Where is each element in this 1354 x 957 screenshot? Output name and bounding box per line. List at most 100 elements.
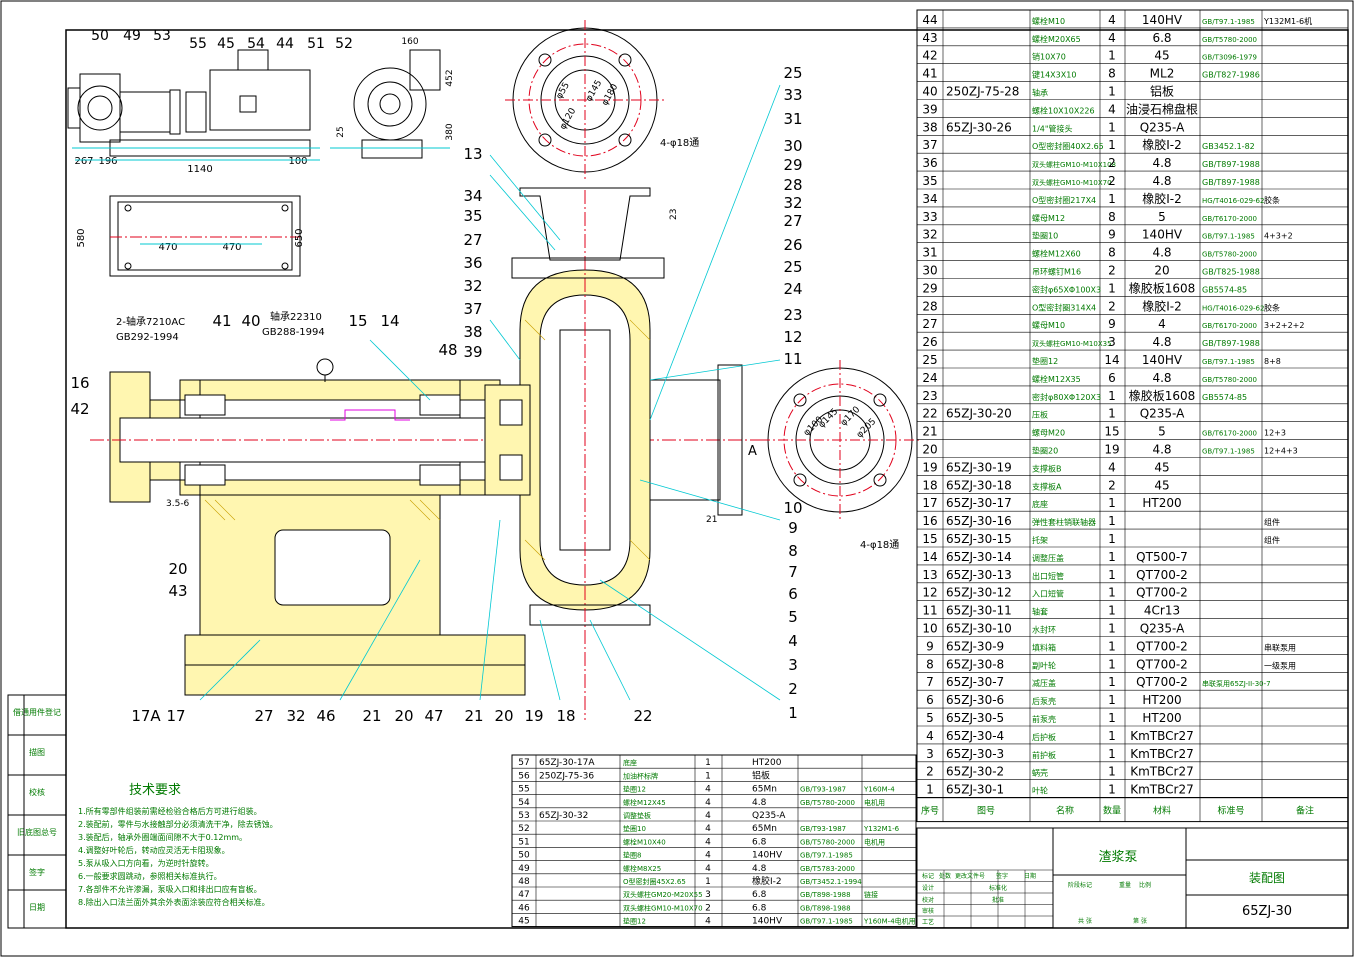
parts-cell: 23 [922, 389, 937, 403]
callout-number: 21 [464, 707, 483, 725]
parts-cell: 垫圈10 [1032, 231, 1058, 241]
parts-cell: 4 [705, 917, 711, 927]
callout-number: 32 [783, 194, 802, 212]
parts-cell: 4.8 [1152, 335, 1171, 349]
parts-cell: 水封环 [1032, 625, 1056, 635]
parts-cell: 螺栓M12X45 [623, 798, 666, 807]
callout-number: 30 [783, 137, 802, 155]
parts-cell: 1 [1108, 639, 1116, 653]
parts-cell: 65ZJ-30-17 [946, 496, 1012, 510]
parts-cell: HT200 [1142, 693, 1181, 707]
parts-cell: 双头螺柱GM10-M10X70 [1032, 178, 1112, 187]
parts-header: 备注 [1296, 805, 1314, 817]
parts-cell: 6 [926, 693, 934, 707]
parts-cell: 4 [705, 824, 711, 834]
parts-cell: 支撑板B [1032, 463, 1062, 473]
leader-lines [199, 84, 781, 701]
parts-cell: 1 [1108, 675, 1116, 689]
parts-cell: GB/T97.1-1985 [1202, 448, 1255, 456]
parts-cell: KmTBCr27 [1130, 729, 1194, 743]
parts-cell: 12 [922, 586, 937, 600]
parts-cell: 65ZJ-30-16 [946, 514, 1012, 528]
parts-cell: Y160M-4 [863, 786, 895, 794]
parts-cell: 46 [518, 903, 530, 913]
parts-cell: QT700-2 [1136, 675, 1188, 689]
parts-cell: 底座 [1032, 499, 1048, 509]
callout-number: 27 [783, 212, 802, 230]
parts-cell: 65ZJ-30-15 [946, 532, 1012, 546]
parts-cell: QT700-2 [1136, 639, 1188, 653]
parts-cell: 1 [1108, 604, 1116, 618]
flange-diameter: φ55 [555, 81, 572, 101]
title-row-label: 批准 [992, 896, 1004, 904]
parts-cell: 4 [1108, 13, 1116, 27]
parts-cell: 橡胶I-2 [752, 875, 782, 887]
parts-cell: 15 [922, 532, 937, 546]
tech-note: 2.装配前，零件与水接触部分必须清洗干净，除去锈蚀。 [78, 819, 278, 829]
parts-cell: 双头螺柱GM20-M20X55 [623, 890, 703, 899]
parts-cell: 45 [1154, 478, 1169, 492]
parts-cell: 橡胶I-2 [1142, 191, 1182, 206]
bearing-right [419, 394, 461, 416]
parts-cell: 20 [922, 443, 937, 457]
dimension-label: 25 [336, 126, 346, 137]
callout-number: 20 [168, 560, 187, 578]
callout-number: 26 [783, 236, 802, 254]
parts-cell: 140HV [1142, 228, 1183, 242]
parts-cell: 65ZJ-30-7 [946, 675, 1004, 689]
parts-cell: 1 [1108, 711, 1116, 725]
dimension-label: 54 [247, 36, 265, 52]
parts-cell: 串联泵用65ZJ-II-30-7 [1202, 679, 1271, 688]
dimension-label: 380 [445, 123, 455, 140]
parts-cell: 65ZJ-30-26 [946, 120, 1012, 134]
parts-cell: 1 [1108, 389, 1116, 403]
parts-cell: 2 [705, 903, 711, 913]
parts-cell: 1 [1108, 514, 1116, 528]
parts-cell: 一级泵用 [1264, 660, 1296, 670]
callout-number: 10 [783, 499, 802, 517]
parts-cell: 41 [922, 67, 937, 81]
callout-number: 27 [463, 231, 482, 249]
parts-cell: 36 [922, 156, 937, 170]
parts-cell: 5 [1158, 210, 1166, 224]
parts-cell: 螺栓M12X35 [1032, 374, 1081, 384]
parts-cell: 5 [926, 711, 934, 725]
parts-cell: HT200 [1142, 496, 1181, 510]
parts-header: 数量 [1103, 805, 1121, 817]
parts-cell: GB5574-85 [1202, 393, 1247, 402]
tech-note: 5.泵从吸入口方向看，为逆时针旋转。 [78, 858, 214, 868]
parts-cell: 21 [922, 425, 937, 439]
tech-title: 技术要求 [129, 783, 181, 798]
parts-cell: 8 [926, 657, 934, 671]
parts-cell: 后护板 [1032, 732, 1056, 742]
parts-cell: 29 [922, 281, 937, 295]
parts-cell: 油浸石棉盘根 [1126, 101, 1198, 116]
callout-number: 18 [556, 707, 575, 725]
parts-cell: 22 [922, 407, 937, 421]
flange-holes: 4-φ18通 [660, 137, 699, 149]
parts-cell: 65ZJ-30-11 [946, 604, 1012, 618]
dimension-label: 470 [222, 242, 241, 253]
title-row-label: 设计 [922, 884, 934, 892]
parts-cell: 65ZJ-30-17A [539, 758, 595, 768]
dimension-label: 267 [74, 156, 93, 167]
dimension-label: 52 [335, 36, 353, 52]
tech-note: 1.所有零部件组装前需经检验合格后方可进行组装。 [78, 806, 262, 816]
note-text: 2-轴承7210AC [116, 315, 185, 328]
parts-cell: HT200 [752, 758, 782, 768]
parts-cell: 26 [922, 335, 937, 349]
left-notes: 2-轴承7210ACGB292-1994轴承22310GB288-19943.5… [116, 209, 717, 525]
frame-window [274, 529, 391, 606]
parts-cell: GB/T898-1988 [800, 891, 851, 899]
parts-cell: 55 [518, 785, 529, 795]
parts-cell: 65ZJ-30-13 [946, 568, 1012, 582]
parts-cell: HG/T4016-029-62 [1202, 304, 1264, 312]
callout-number: 19 [524, 707, 543, 725]
flange-diameter: φ205 [855, 417, 878, 440]
callout-number: 39 [463, 343, 482, 361]
parts-cell: GB/T6170-2000 [1202, 215, 1257, 223]
parts-cell: 65ZJ-30-20 [946, 407, 1012, 421]
